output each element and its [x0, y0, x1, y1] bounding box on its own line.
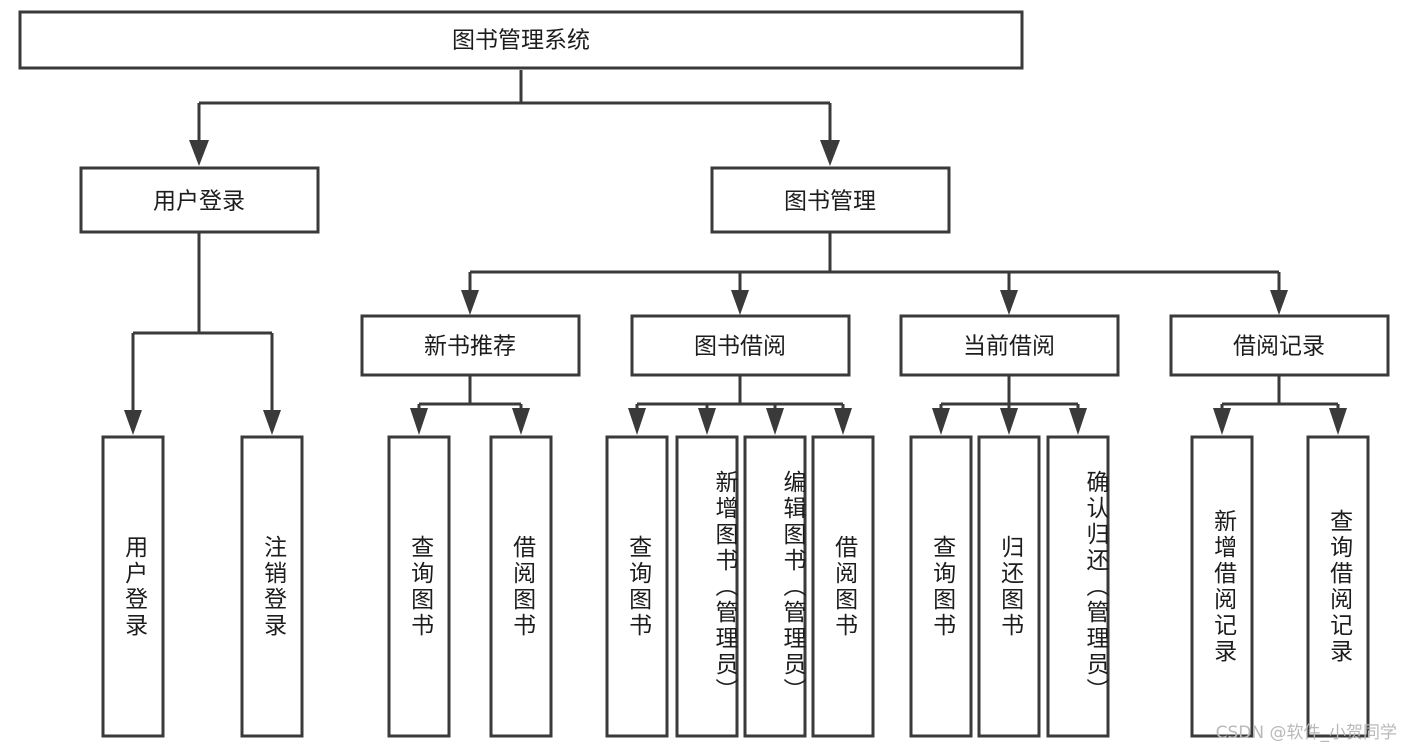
arrow-head-leaf-logout-login: [263, 410, 281, 435]
arrow-head-leaf-borrow-book-1: [512, 408, 530, 435]
node-leaf-user-login-box[interactable]: [101, 435, 165, 738]
arrow-head-current-borrow: [1000, 290, 1018, 315]
node-leaf-borrow-book-1-box[interactable]: [489, 435, 553, 738]
node-new-book-recommend[interactable]: 新书推荐: [360, 314, 581, 377]
node-leaf-add-record-box[interactable]: [1190, 435, 1254, 738]
node-leaf-borrow-book-2-box[interactable]: [811, 435, 875, 738]
node-current-borrow-label: 当前借阅: [963, 334, 1055, 360]
node-leaf-query-record-box[interactable]: [1306, 435, 1370, 738]
node-borrow-record[interactable]: 借阅记录: [1169, 314, 1390, 377]
arrow-head-leaf-user-login: [124, 410, 142, 435]
arrow-head-leaf-query-record: [1329, 408, 1347, 435]
arrow-head-leaf-return-book: [1000, 408, 1018, 435]
arrow-head-user-login: [189, 140, 209, 166]
node-borrow-record-box[interactable]: [1169, 314, 1390, 377]
node-leaf-query-book-2-box[interactable]: [605, 435, 669, 738]
node-book-borrow-label: 图书借阅: [694, 334, 786, 360]
node-root-label: 图书管理系统: [452, 28, 590, 54]
node-root-box[interactable]: [18, 10, 1024, 70]
connector-current-borrow-to-leaves: [932, 376, 1087, 435]
arrow-head-leaf-query-book-2: [628, 408, 646, 435]
arrow-head-leaf-edit-book: [766, 408, 784, 435]
node-user-login-box[interactable]: [79, 166, 320, 234]
node-user-login[interactable]: 用户登录: [79, 166, 320, 234]
arrow-head-leaf-add-book: [698, 408, 716, 435]
node-book-borrow[interactable]: 图书借阅: [630, 314, 851, 377]
arrow-head-leaf-query-book-3: [932, 408, 950, 435]
node-new-book-recommend-box[interactable]: [360, 314, 581, 377]
arrow-head-new-book-recommend: [461, 290, 479, 315]
node-leaf-return-book-box[interactable]: [977, 435, 1041, 738]
node-book-management-box[interactable]: [710, 166, 951, 234]
node-leaf-confirm-return-box[interactable]: [1046, 435, 1110, 738]
connector-book-borrow-to-leaves: [628, 376, 852, 435]
node-leaf-logout-login-box[interactable]: [240, 435, 304, 738]
connector-borrow-record-to-leaves: [1213, 376, 1347, 435]
node-leaf-add-book-box[interactable]: [675, 435, 739, 738]
arrow-head-leaf-query-book-1: [410, 408, 428, 435]
arrow-head-borrow-record: [1270, 290, 1288, 315]
node-leaf-query-book-1-box[interactable]: [387, 435, 451, 738]
arrow-head-book-management: [820, 140, 840, 166]
node-current-borrow-box[interactable]: [899, 314, 1120, 377]
node-user-login-label: 用户登录: [153, 189, 245, 215]
node-borrow-record-label: 借阅记录: [1233, 334, 1325, 360]
arrow-head-leaf-add-record: [1213, 408, 1231, 435]
node-leaf-query-book-3-box[interactable]: [909, 435, 973, 738]
node-book-management[interactable]: 图书管理: [710, 166, 951, 234]
node-root[interactable]: 图书管理系统: [18, 10, 1024, 70]
node-book-borrow-box[interactable]: [630, 314, 851, 377]
arrow-head-leaf-confirm-return: [1069, 408, 1087, 435]
node-leaf-edit-book-box[interactable]: [743, 435, 807, 738]
csdn-watermark: CSDN @软件_小贺同学: [1215, 723, 1397, 743]
arrow-head-leaf-borrow-book-2: [834, 408, 852, 435]
node-new-book-recommend-label: 新书推荐: [424, 334, 516, 360]
connector-new-book-recommend-to-leaves: [410, 376, 530, 435]
connector-user-login-to-leaves: [124, 233, 281, 435]
node-book-management-label: 图书管理: [784, 189, 876, 215]
arrow-head-book-borrow: [731, 290, 749, 315]
connector-book-management-to-level2: [461, 233, 1288, 315]
connector-root-to-level1: [189, 70, 840, 166]
node-current-borrow[interactable]: 当前借阅: [899, 314, 1120, 377]
